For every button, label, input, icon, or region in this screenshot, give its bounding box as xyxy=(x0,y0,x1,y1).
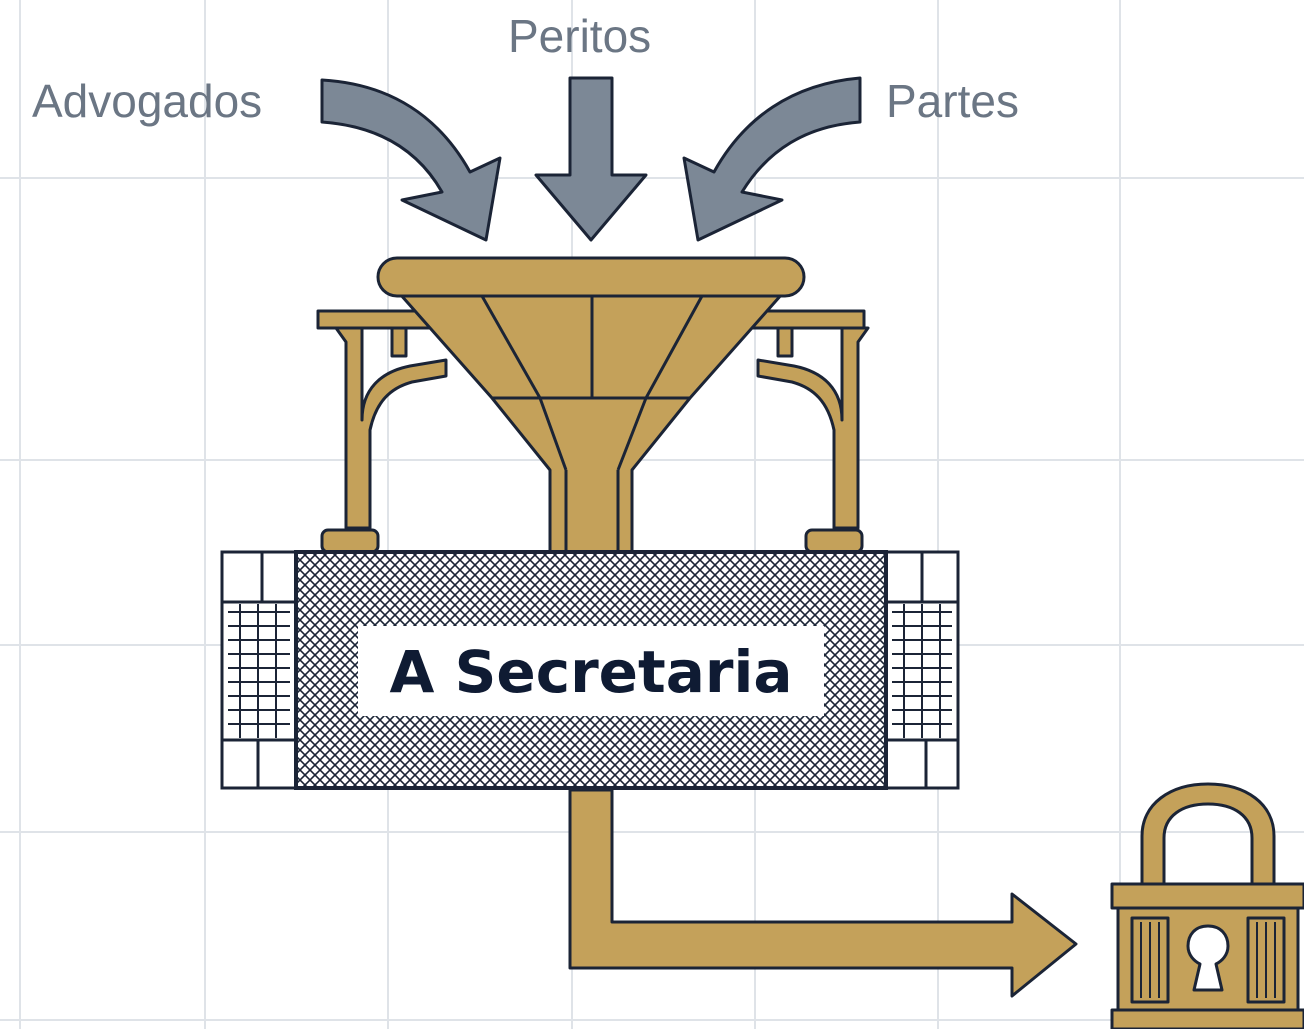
secretaria-box: A Secretaria xyxy=(220,550,960,790)
padlock-icon xyxy=(1110,782,1304,1029)
arrow-peritos xyxy=(534,76,648,242)
label-advogados: Advogados xyxy=(32,75,262,127)
right-brick-wall xyxy=(884,550,960,790)
left-brick-wall xyxy=(220,550,298,790)
secretaria-label-plate xyxy=(358,626,824,716)
output-arrow xyxy=(568,788,1078,998)
label-peritos: Peritos xyxy=(508,10,651,62)
funnel-stand xyxy=(316,309,870,554)
arrow-advogados xyxy=(320,78,502,242)
funnel-icon xyxy=(376,256,806,554)
arrow-partes xyxy=(682,76,862,242)
secretaria-title: A Secretaria xyxy=(390,638,793,706)
label-partes: Partes xyxy=(886,75,1019,127)
